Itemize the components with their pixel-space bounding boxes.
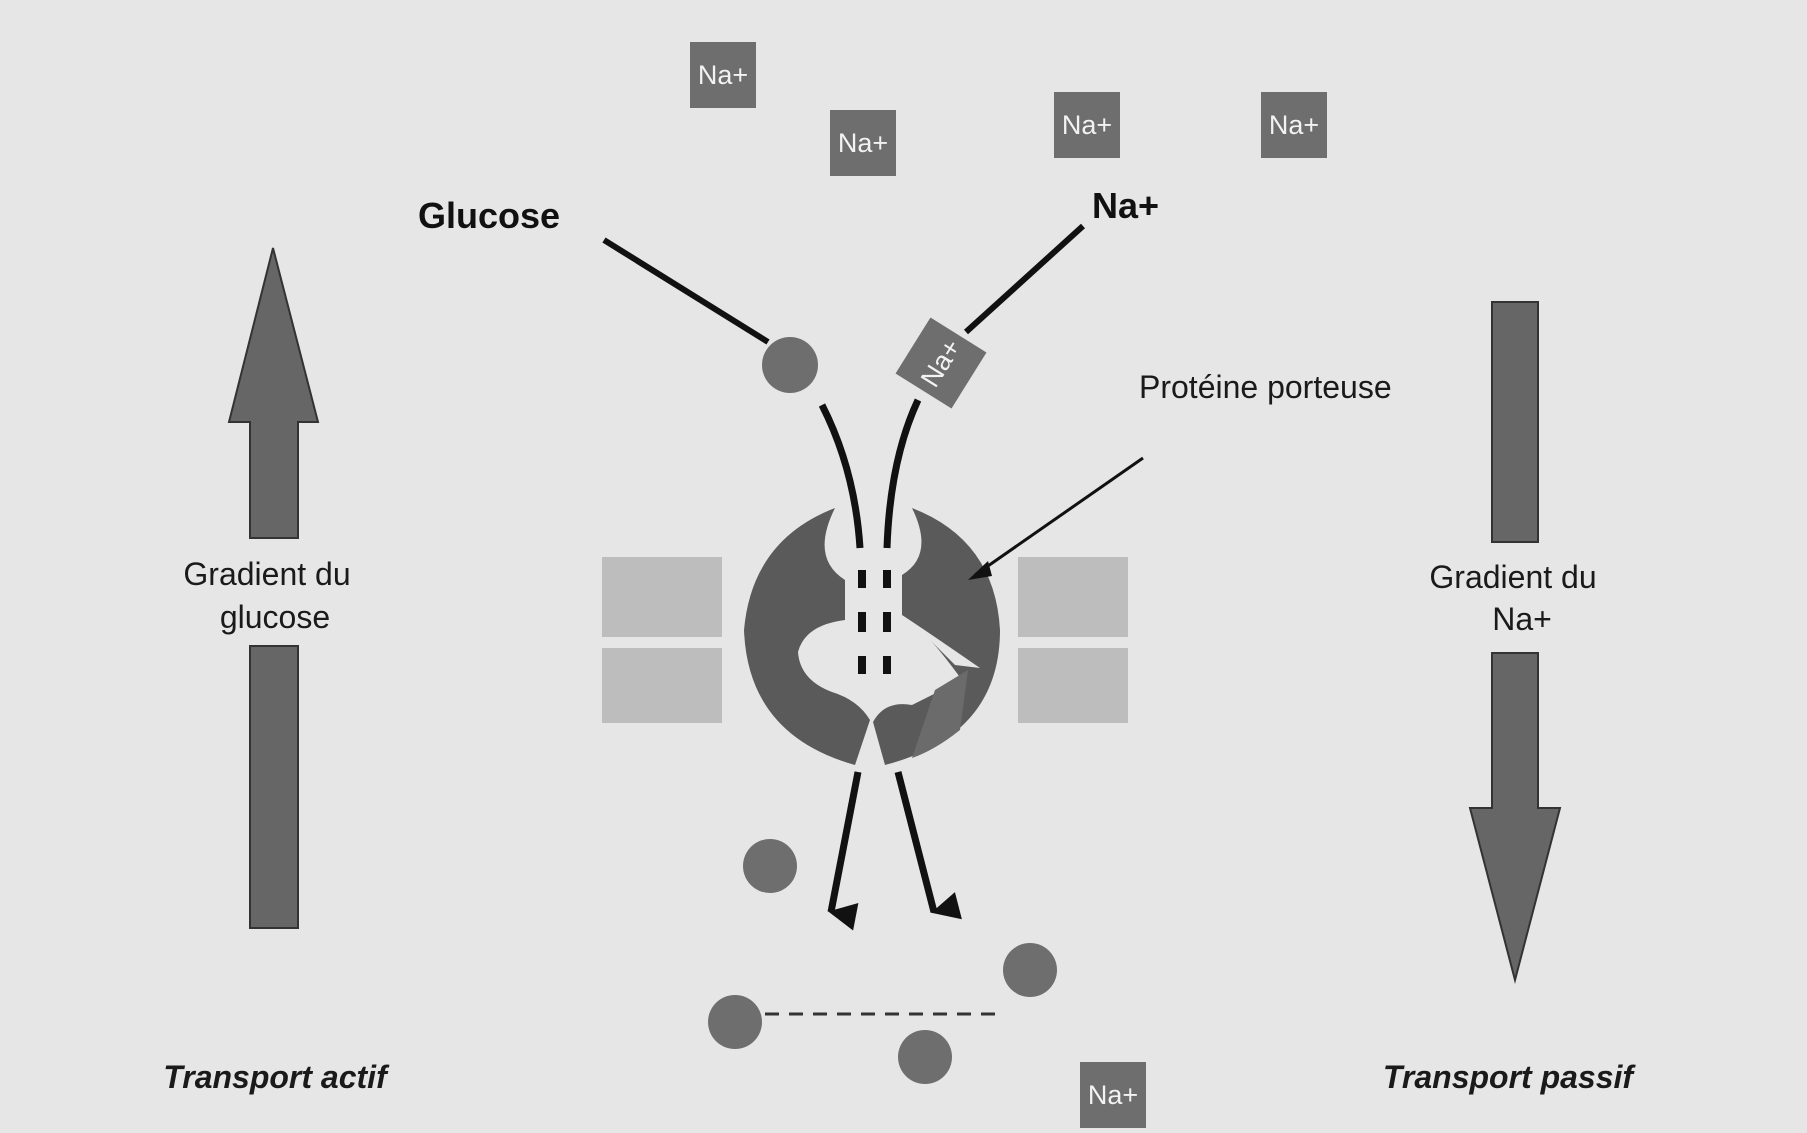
glucose-molecule <box>708 995 762 1049</box>
glucose-entry-path <box>818 403 864 549</box>
membrane-block <box>602 648 722 723</box>
na-entry-path <box>883 398 922 549</box>
svg-text:Na+: Na+ <box>838 128 888 158</box>
na-pointer-line <box>963 223 1086 335</box>
na-exit-arrow <box>894 771 962 920</box>
glucose-exit-arrow <box>827 771 862 931</box>
membrane-block <box>1018 557 1128 637</box>
membrane-block <box>602 557 722 637</box>
glucose-molecule <box>1003 943 1057 997</box>
transport-passive-label: Transport passif <box>1383 1059 1636 1095</box>
na-ion-bound: Na+ <box>895 317 987 409</box>
na-ion: Na+ <box>690 42 756 108</box>
na-ion: Na+ <box>830 110 896 176</box>
na-gradient-label-line1: Gradient du <box>1429 559 1596 595</box>
glucose-molecule <box>762 337 818 393</box>
na-ion: Na+ <box>1080 1062 1146 1128</box>
na-gradient-arrow <box>1468 301 1562 984</box>
carrier-protein-label: Protéine porteuse <box>1139 369 1392 405</box>
glucose-molecule <box>743 839 797 893</box>
svg-text:Na+: Na+ <box>698 60 748 90</box>
na-gradient-label-line2: Na+ <box>1492 601 1552 637</box>
glucose-label: Glucose <box>418 195 560 236</box>
glucose-pointer-line <box>602 237 770 345</box>
transport-active-label: Transport actif <box>163 1059 390 1095</box>
glucose-molecule <box>898 1030 952 1084</box>
carrier-protein-pointer-head <box>968 561 992 580</box>
glucose-gradient-label-line2: glucose <box>220 599 330 635</box>
na-label: Na+ <box>1092 185 1159 226</box>
svg-text:Na+: Na+ <box>1088 1080 1138 1110</box>
glucose-gradient-label-line1: Gradient du <box>183 556 350 592</box>
svg-text:Na+: Na+ <box>1062 110 1112 140</box>
na-ion: Na+ <box>1054 92 1120 158</box>
membrane-block <box>1018 648 1128 723</box>
glucose-gradient-arrow <box>227 247 320 929</box>
channel-dashes <box>858 570 891 674</box>
carrier-protein <box>744 508 1000 765</box>
carrier-protein-pointer <box>974 456 1144 577</box>
svg-text:Na+: Na+ <box>1269 110 1319 140</box>
na-ion: Na+ <box>1261 92 1327 158</box>
